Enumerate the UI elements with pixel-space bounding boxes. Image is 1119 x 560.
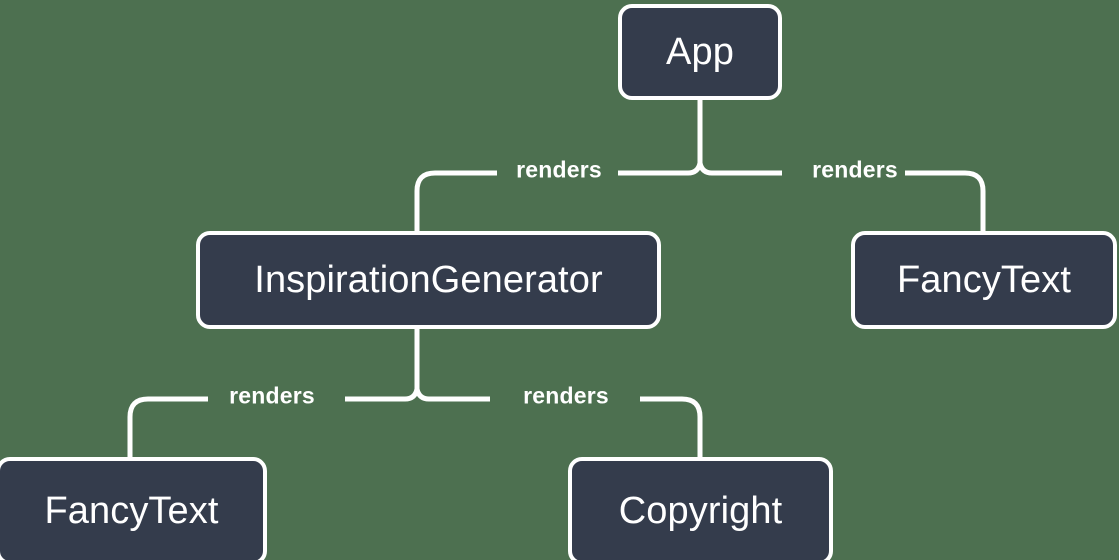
edge-app-to-fancytext-right: [905, 170, 986, 231]
node-app-label: App: [666, 31, 734, 73]
edge-label-inspirationgenerator-to-fancytext: renders: [229, 382, 315, 409]
edge-app-split-left: [618, 162, 703, 176]
node-copyright[interactable]: Copyright: [568, 457, 833, 560]
edge-inspirationgenerator-to-copyright: [640, 396, 703, 457]
node-fancy-text-bottom-label: FancyText: [44, 490, 219, 532]
edge-app-to-inspirationgenerator: [414, 170, 497, 231]
edge-inspirationgenerator-to-fancytext: [127, 396, 208, 457]
edge-ig-split-left: [345, 388, 420, 402]
node-fancy-text-right[interactable]: FancyText: [851, 231, 1117, 329]
node-inspiration-generator[interactable]: InspirationGenerator: [196, 231, 661, 329]
node-fancy-text-right-label: FancyText: [896, 259, 1072, 301]
node-app[interactable]: App: [618, 4, 782, 100]
node-copyright-label: Copyright: [618, 490, 783, 532]
edge-label-app-to-inspirationgenerator: renders: [516, 156, 602, 183]
edge-ig-split-right: [414, 388, 490, 402]
node-fancy-text-bottom[interactable]: FancyText: [0, 457, 267, 560]
edge-label-inspirationgenerator-to-copyright: renders: [523, 382, 609, 409]
edge-label-app-to-fancytext-right: renders: [812, 156, 898, 183]
node-inspiration-generator-label: InspirationGenerator: [254, 259, 603, 301]
edge-app-split-right: [697, 162, 782, 176]
